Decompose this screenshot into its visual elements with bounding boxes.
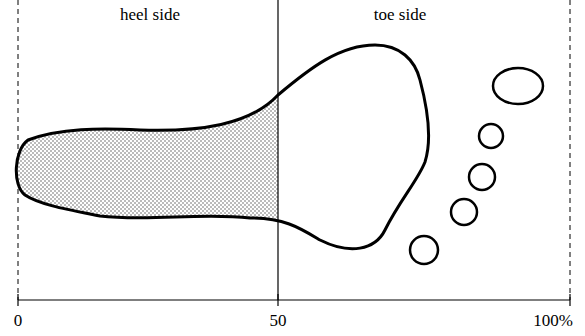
axis-value: 0: [14, 312, 23, 329]
axis-value: 100%: [533, 312, 573, 329]
big-toe: [493, 68, 543, 104]
toe: [410, 236, 438, 264]
toe: [469, 164, 495, 190]
axis-tick: [17, 294, 18, 306]
dashed-boundary: [18, 0, 19, 300]
axis-tick: [569, 294, 570, 306]
toe: [479, 124, 503, 148]
axis-line: [18, 299, 570, 300]
toe: [451, 199, 477, 225]
region-label: toe side: [374, 6, 426, 23]
midline: [277, 0, 278, 300]
region-label: heel side: [120, 6, 180, 23]
axis-tick: [277, 294, 278, 306]
foot-outline: [16, 45, 428, 249]
dashed-boundary: [570, 0, 571, 300]
heel-shading: [16, 45, 278, 249]
axis-value: 50: [270, 312, 287, 329]
